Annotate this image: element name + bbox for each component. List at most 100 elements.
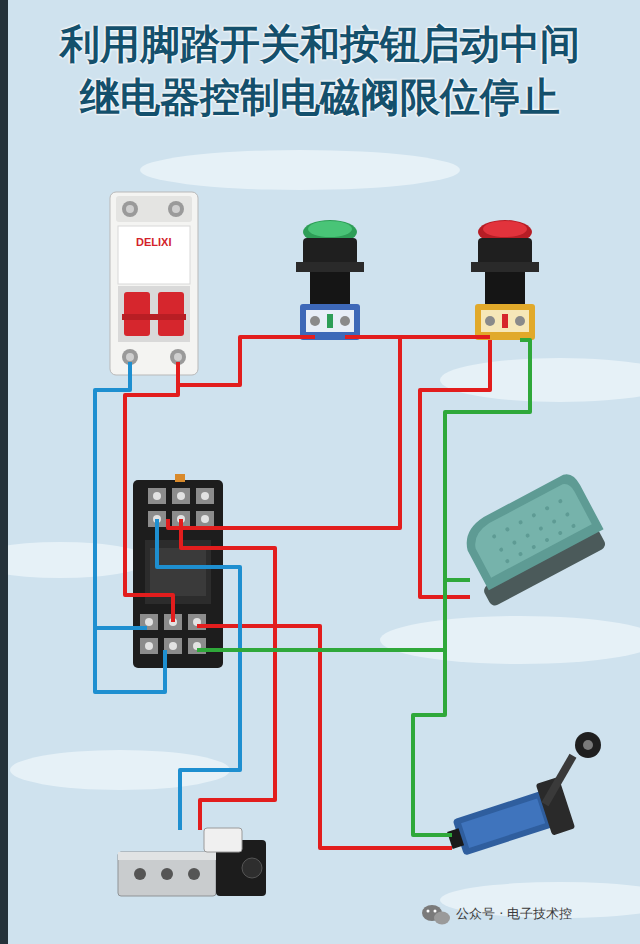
green-wire [197, 340, 530, 835]
relay-socket [148, 488, 166, 504]
wires [95, 337, 530, 848]
red-push-button [515, 316, 525, 326]
relay-socket [172, 488, 190, 504]
relay-socket [169, 642, 177, 650]
red-wire [168, 337, 400, 528]
green-push-button [300, 304, 360, 340]
circuit-breaker [122, 314, 186, 320]
red-wire [125, 337, 490, 848]
foot-pedal-switch [468, 481, 592, 578]
relay-socket [175, 474, 185, 482]
edge-strip [0, 0, 8, 944]
solenoid-valve [118, 852, 216, 860]
foot-pedal-switch [518, 520, 523, 525]
red-push-button [471, 262, 539, 272]
green-push-button [296, 220, 364, 340]
foot-pedal-switch [558, 499, 563, 504]
foot-pedal-switch [491, 499, 576, 564]
foot-pedal-switch [531, 513, 536, 518]
relay-socket [145, 642, 153, 650]
relay-socket [201, 492, 209, 500]
solenoid-valve [118, 852, 216, 896]
limit-switch [575, 732, 601, 758]
clouds [140, 150, 460, 190]
circuit-breaker [172, 205, 180, 213]
foot-pedal-switch [531, 544, 536, 549]
red-push-button [485, 272, 525, 304]
foot-pedal-switch [551, 519, 556, 524]
green-wire [197, 648, 445, 652]
watermark: 公众号 · 电子技术控 [456, 905, 572, 923]
circuit-breaker [110, 192, 198, 375]
limit-switch [461, 798, 545, 847]
foot-pedal-switch [544, 506, 549, 511]
red-push-button [502, 314, 508, 328]
red-wire [178, 337, 315, 385]
red-push-button [475, 304, 535, 340]
foot-pedal-switch [544, 537, 549, 542]
foot-pedal-switch [491, 534, 496, 539]
solenoid-valve [134, 868, 146, 880]
green-wire [445, 340, 530, 580]
foot-pedal-switch [512, 540, 517, 545]
red-wire [125, 362, 178, 622]
circuit-breaker [118, 286, 190, 342]
red-wire [420, 340, 490, 597]
relay-socket [201, 515, 209, 523]
blue-wire [95, 362, 240, 830]
clouds [440, 358, 640, 402]
wechat-icon [422, 905, 450, 925]
foot-pedal-switch [505, 527, 510, 532]
foot-pedal-switch [558, 530, 563, 535]
foot-pedal-switch [453, 470, 612, 608]
red-push-button [471, 220, 539, 340]
blue-wire [95, 362, 165, 692]
green-push-button [310, 272, 350, 304]
brand-label: DELIXI [134, 236, 173, 248]
circuit-breaker [168, 201, 184, 217]
limit-switch [453, 790, 555, 855]
foot-pedal-switch [498, 547, 503, 552]
title: 利用脚踏开关和按钮启动中间 继电器控制电磁阀限位停止 [40, 18, 600, 124]
relay-socket [133, 474, 223, 668]
wechat-icon [427, 910, 430, 913]
relay-socket [140, 638, 158, 654]
green-wire [413, 580, 452, 835]
limit-switch [583, 740, 593, 750]
red-push-button [485, 316, 495, 326]
green-push-button [296, 262, 364, 272]
circuit-breaker [174, 353, 182, 361]
red-push-button [481, 310, 529, 332]
blue-wire [157, 519, 240, 830]
limit-switch [542, 754, 577, 806]
circuit-breaker [110, 192, 198, 375]
relay-socket [177, 492, 185, 500]
solenoid-valve [118, 828, 266, 896]
relay-socket [196, 488, 214, 504]
foot-pedal-switch [518, 551, 523, 556]
foot-pedal-switch [525, 533, 530, 538]
red-push-button [483, 221, 527, 237]
green-push-button [308, 221, 352, 237]
foot-pedal-switch [505, 558, 510, 563]
circuit-breaker [116, 196, 192, 222]
circuit-breaker [122, 201, 138, 217]
solenoid-valve [242, 858, 262, 878]
relay-socket [153, 492, 161, 500]
circuit-breaker [126, 353, 134, 361]
solenoid-valve [161, 868, 173, 880]
relay-socket [196, 511, 214, 527]
green-push-button [306, 310, 354, 332]
foot-pedal-switch [457, 470, 603, 590]
circuit-breaker [126, 205, 134, 213]
wechat-icon [434, 912, 450, 925]
foot-pedal-switch [565, 512, 570, 517]
solenoid-valve [188, 868, 200, 880]
clouds [0, 542, 150, 578]
circuit-breaker [118, 226, 190, 284]
limit-switch [447, 828, 464, 849]
foot-pedal-switch [538, 526, 543, 531]
limit-switch [442, 732, 601, 866]
